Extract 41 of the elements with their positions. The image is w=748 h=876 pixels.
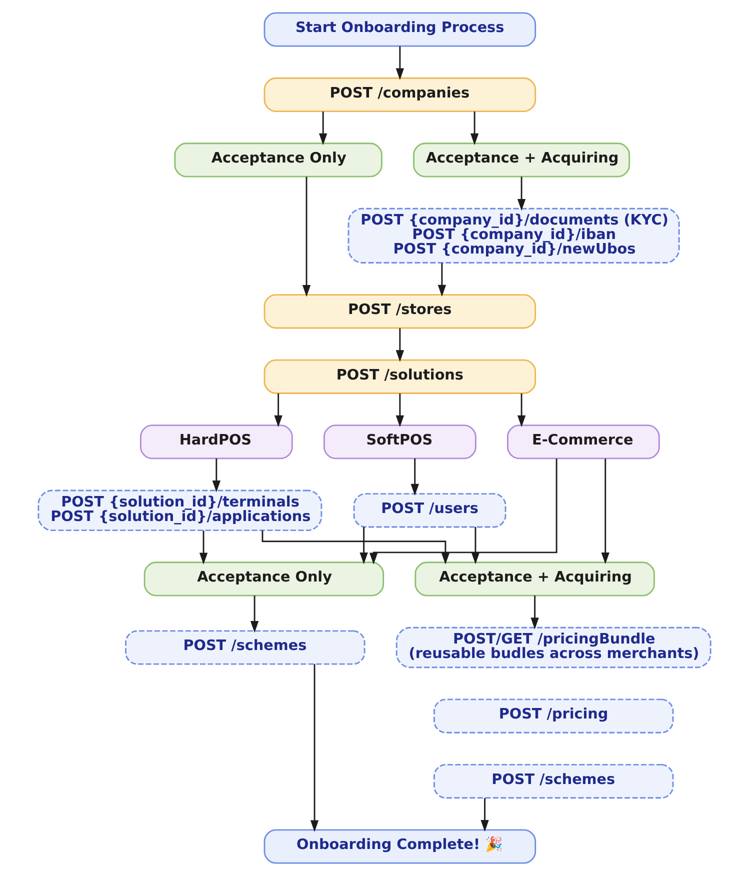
node-box: Acceptance Only — [143, 562, 384, 596]
arrow — [250, 596, 258, 633]
arrow — [274, 393, 282, 428]
arrow — [516, 176, 526, 211]
node-box: Acceptance Only — [174, 142, 382, 178]
node-box: HardPOS — [139, 424, 292, 460]
arrow — [395, 46, 404, 80]
node-box: POST /stores — [263, 294, 536, 329]
arrow — [395, 393, 404, 428]
node-box: Start Onboarding Process — [263, 12, 536, 47]
arrow — [470, 527, 480, 564]
arrow — [318, 112, 327, 146]
node-box: Acceptance + Acquiring — [414, 562, 654, 596]
node-box: POST /schemes — [432, 764, 674, 799]
arrow — [600, 458, 609, 564]
node-box: POST /schemes — [124, 630, 365, 665]
arrow — [410, 458, 418, 496]
arrow — [359, 527, 368, 564]
arrow — [395, 328, 404, 362]
node-box: POST/GET /pricingBundle (reusable budles across merchants) — [395, 626, 711, 668]
node-box: POST /users — [352, 493, 506, 528]
node-box: POST /pricing — [432, 698, 674, 734]
arrow — [368, 458, 557, 564]
arrow — [470, 112, 478, 146]
arrow — [480, 798, 488, 832]
arrow — [198, 530, 208, 565]
arrow — [212, 458, 220, 492]
arrow — [530, 596, 538, 630]
node-box: POST {solution_id}/terminals POST {solution_id}/applications — [37, 490, 322, 532]
node-box: POST /solutions — [263, 359, 536, 394]
arrow — [302, 176, 310, 297]
node-box: E-Commerce — [506, 424, 660, 460]
arrow — [437, 263, 446, 297]
arrow — [516, 393, 526, 428]
arrow — [310, 664, 318, 832]
node-box: POST /companies — [263, 77, 536, 112]
node-box: Onboarding Complete! 🎉 — [263, 829, 536, 864]
arrow — [261, 530, 450, 565]
node-box: SoftPOS — [322, 424, 476, 460]
node-box: POST {company_id}/documents (KYC) POST {company_id}/iban POST {company_id}/newUbos — [347, 208, 680, 264]
node-box: Acceptance + Acquiring — [412, 142, 630, 178]
